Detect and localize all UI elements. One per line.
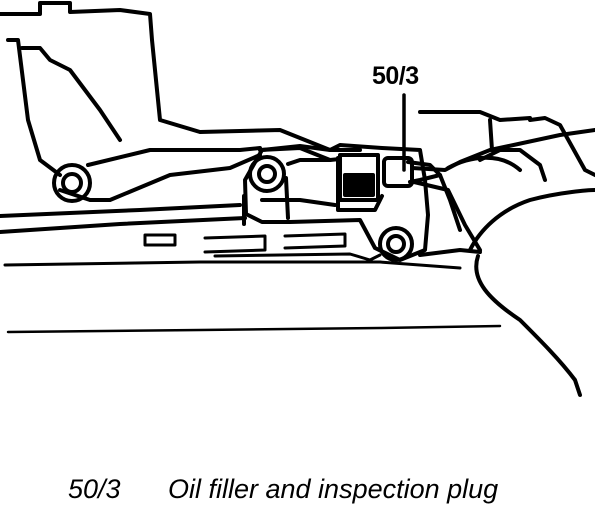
callout-label: 50/3 (372, 62, 419, 90)
hand (418, 110, 595, 397)
oil-pan (3, 232, 502, 334)
caption-text: Oil filler and inspection plug (168, 474, 499, 504)
bolt-middle (248, 155, 286, 193)
bolt-left (52, 163, 92, 203)
caption-number: 50/3 (68, 474, 121, 504)
transmission-housing (0, 1, 372, 234)
figure-caption: 50/3 Oil filler and inspection plug (68, 474, 498, 505)
bolt-lower (378, 226, 414, 262)
